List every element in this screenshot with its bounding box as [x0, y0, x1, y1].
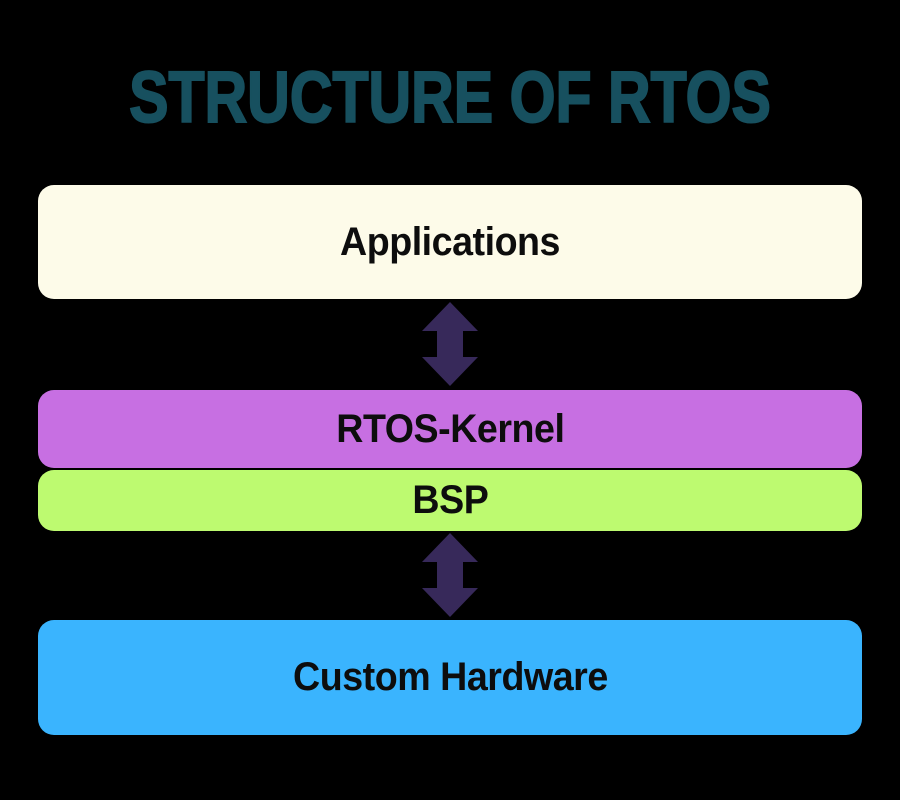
layer-box-custom-hardware: Custom Hardware	[38, 620, 862, 735]
page-title: STRUCTURE OF RTOS	[128, 58, 771, 138]
layer-label-custom-hardware: Custom Hardware	[292, 655, 608, 699]
layer-label-rtos-kernel: RTOS-Kernel	[335, 406, 565, 451]
layer-label-applications: Applications	[340, 219, 560, 264]
double-arrow-icon-bsp-hardware	[422, 533, 478, 617]
layer-box-applications: Applications	[38, 185, 862, 299]
double-arrow-icon-applications-kernel	[422, 302, 478, 386]
layer-box-rtos-kernel: RTOS-Kernel	[38, 390, 862, 468]
layer-box-bsp: BSP	[38, 470, 862, 531]
layer-label-bsp: BSP	[412, 478, 488, 522]
